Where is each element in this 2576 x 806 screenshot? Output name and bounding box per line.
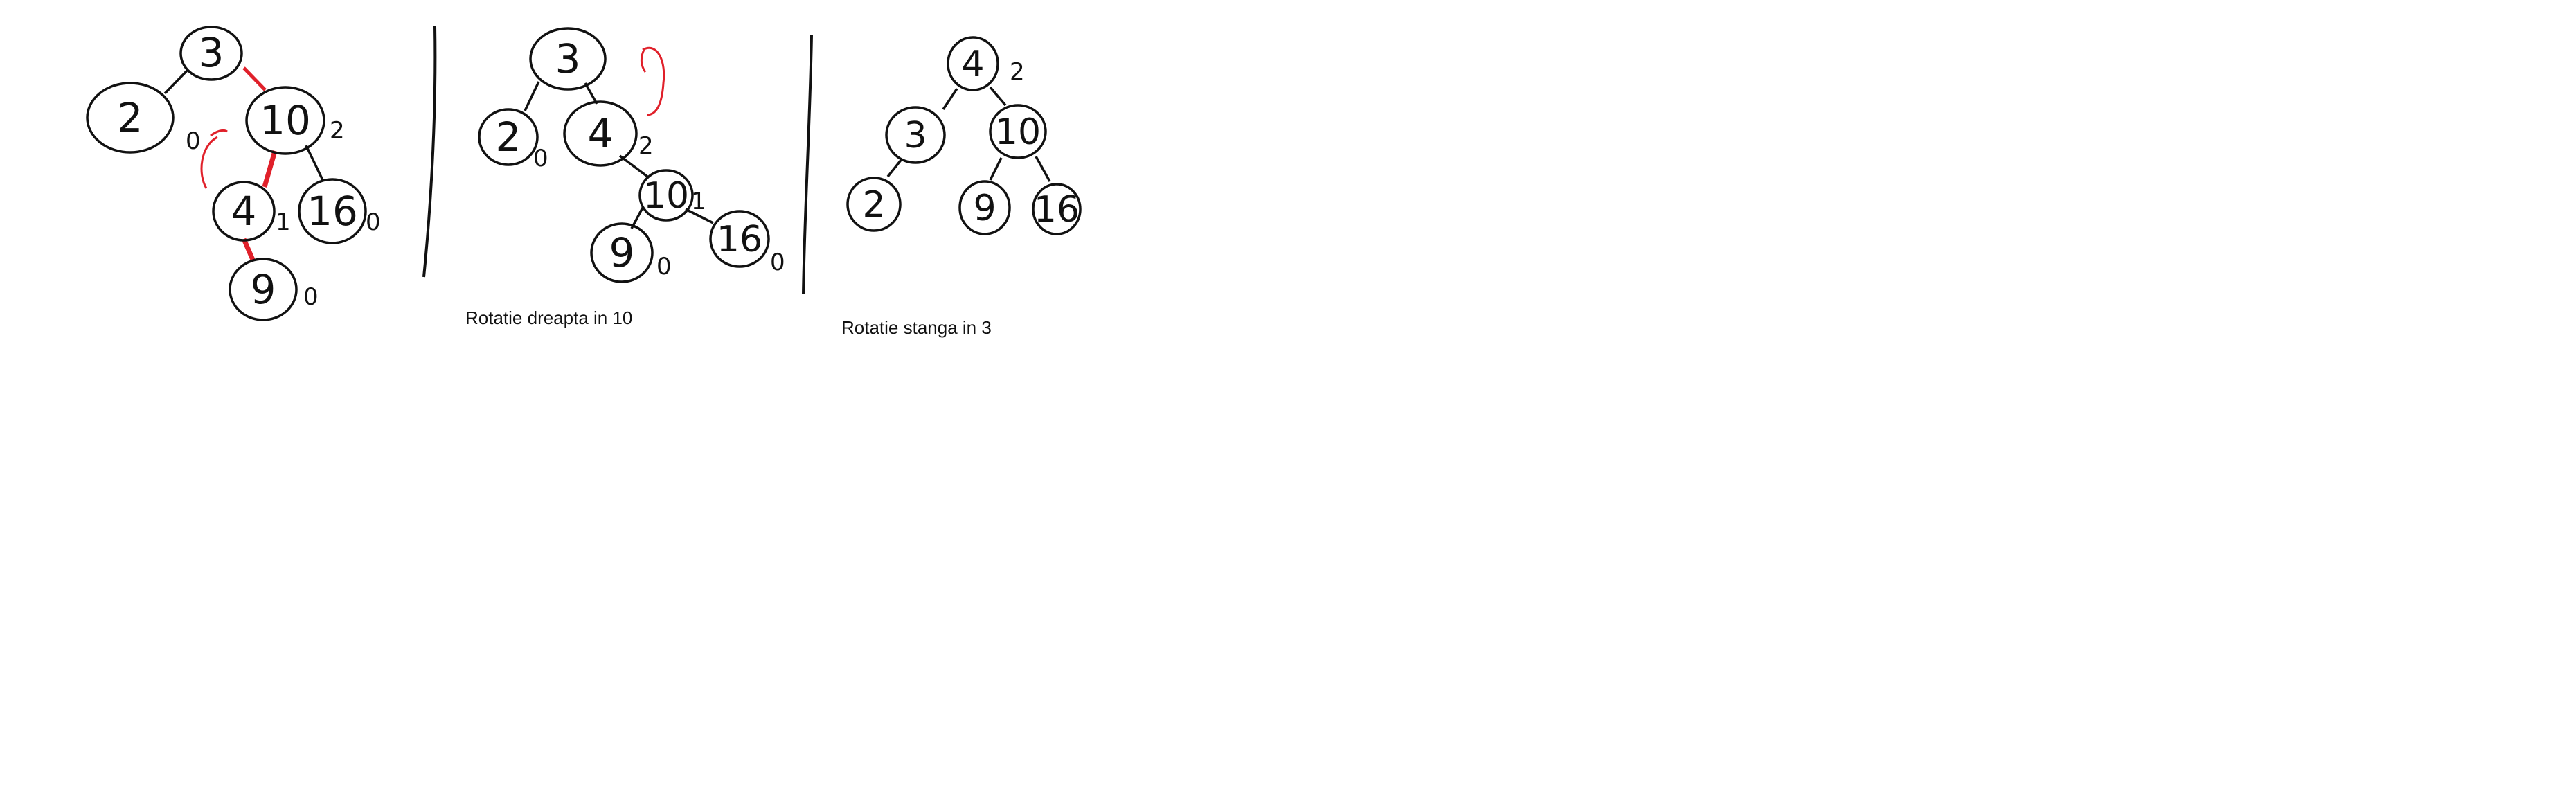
edge-10-9: [989, 157, 1003, 181]
node-4: 4 2: [563, 100, 654, 167]
balance-factor: 1: [276, 208, 291, 236]
balance-factor: 0: [770, 249, 785, 276]
node-label: 2: [118, 94, 143, 141]
node-label: 16: [1034, 189, 1080, 231]
node-2: 2 0: [86, 82, 201, 155]
node-3: 3: [529, 27, 607, 91]
caption-left-rotation: Rotatie stanga in 3: [841, 317, 992, 338]
node-2: 2 0: [478, 108, 548, 172]
node-label: 2: [862, 184, 885, 226]
rotation-mark: [640, 47, 665, 116]
node-label: 4: [588, 110, 614, 157]
edge-10-16: [685, 208, 714, 224]
rotation-mark: [200, 129, 228, 189]
node-10: 10 2: [245, 86, 345, 155]
edge-10-4: [262, 150, 278, 188]
node-16: 16: [1032, 183, 1082, 235]
node-label: 10: [995, 111, 1041, 153]
node-label: 3: [904, 115, 927, 156]
node-label: 10: [260, 97, 311, 144]
node-16: 16 0: [709, 210, 785, 276]
node-4: 4 1: [212, 181, 291, 242]
balance-factor: 0: [656, 253, 672, 280]
node-9: 9 0: [229, 258, 319, 321]
balance-factor: 0: [186, 127, 201, 155]
node-label: 3: [199, 29, 224, 76]
tree-initial: 3 2 0 10 2 4 1 16 0 9 0: [86, 26, 381, 321]
node-9: 9 0: [590, 222, 672, 283]
caption-right-rotation: Rotatie dreapta in 10: [465, 307, 633, 328]
divider-1: [422, 26, 437, 278]
node-label: 9: [973, 188, 996, 229]
node-label: 10: [643, 175, 689, 217]
tree-after-right-rotation: 3 2 0 4 2 10 1 9 0 16 0: [478, 27, 785, 283]
edges: [524, 81, 714, 229]
node-label: 9: [251, 266, 276, 313]
node-label: 4: [961, 44, 984, 85]
node-4: 4 2: [947, 36, 1025, 91]
balance-factor: 0: [366, 208, 381, 236]
node-label: 9: [609, 229, 635, 276]
node-3: 3: [179, 26, 243, 81]
edge-3-2: [163, 68, 190, 95]
balance-factor: 2: [1010, 58, 1025, 86]
edge-3-4: [584, 82, 598, 105]
edges: [886, 86, 1051, 182]
balance-factor: 2: [330, 117, 345, 145]
edge-4-3: [942, 88, 958, 110]
edge-10-16: [1035, 156, 1051, 182]
node-10: 10: [989, 104, 1047, 159]
node-3: 3: [885, 106, 946, 164]
edge-3-2: [886, 158, 903, 178]
edge-4-10: [989, 86, 1007, 107]
balance-factor: 2: [638, 132, 654, 160]
node-label: 3: [555, 35, 581, 82]
edge-3-2: [524, 81, 540, 111]
edge-4-9: [241, 238, 256, 261]
tree-after-left-rotation: 4 2 3 10 2 9 16: [846, 36, 1082, 235]
node-label: 16: [307, 188, 358, 235]
node-16: 16 0: [298, 178, 381, 244]
edge-4-10: [618, 154, 649, 178]
balance-factor: 0: [303, 283, 319, 311]
edges: [163, 66, 324, 261]
node-2: 2: [846, 177, 902, 232]
balance-factor: 1: [691, 188, 706, 215]
node-9: 9: [958, 180, 1011, 235]
node-label: 4: [231, 188, 257, 235]
edge-10-16: [305, 145, 324, 181]
edge-3-10: [242, 66, 267, 91]
divider-2: [802, 34, 813, 295]
node-label: 16: [717, 219, 762, 260]
node-label: 2: [496, 114, 521, 161]
node-10: 10 1: [638, 169, 706, 222]
balance-factor: 0: [533, 145, 548, 172]
